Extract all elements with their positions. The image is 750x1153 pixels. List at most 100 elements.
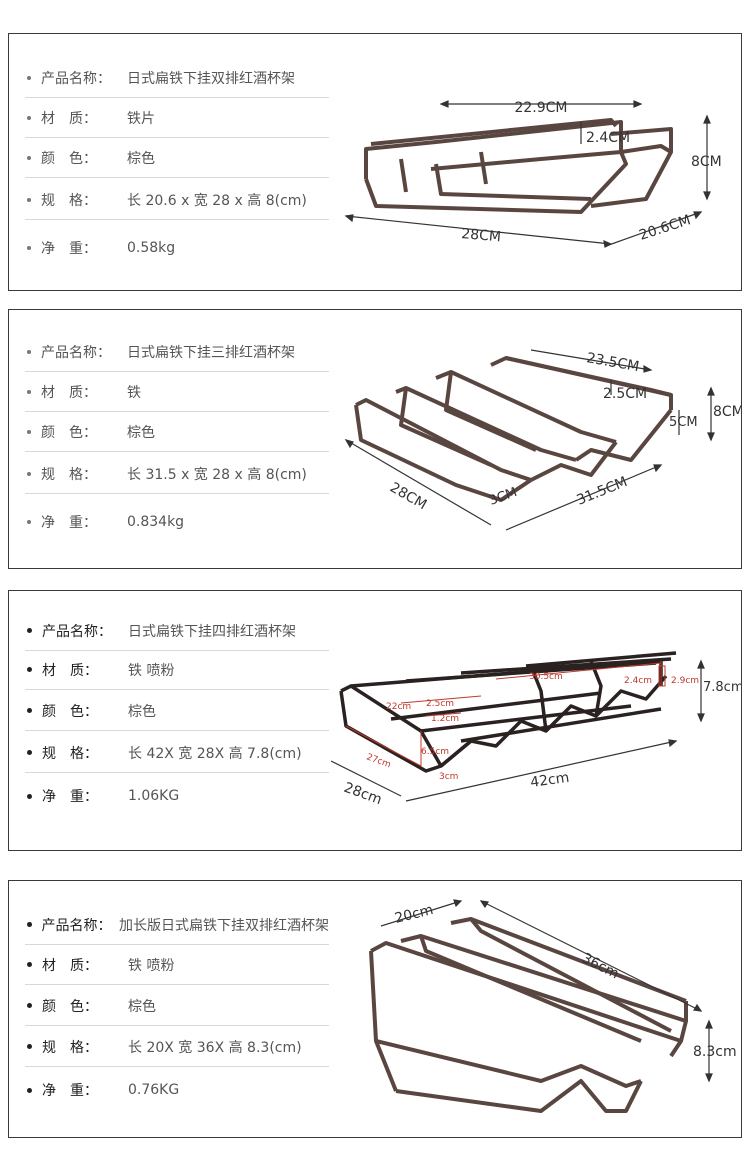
bullet-icon xyxy=(27,115,31,120)
spec-value: 长 42X 宽 28X 高 7.8(cm) xyxy=(128,745,302,762)
spec-row-color: 颜 色：棕色 xyxy=(25,138,329,178)
bullet-icon xyxy=(27,628,32,633)
spec-value: 棕色 xyxy=(128,703,156,720)
spec-row-color: 颜 色：棕色 xyxy=(25,412,329,452)
spec-value: 1.06KG xyxy=(128,788,180,804)
spec-value: 铁片 xyxy=(127,110,155,127)
dimension-label: 2.4cm xyxy=(624,676,652,686)
spec-label: 材 质： xyxy=(42,957,98,974)
bullet-icon xyxy=(27,197,31,202)
spec-value: 0.58kg xyxy=(127,240,176,256)
dimension-label: 2.4CM xyxy=(586,130,630,146)
dimension-label: 36cm xyxy=(579,950,621,982)
spec-value: 日式扁铁下挂四排红酒杯架 xyxy=(128,623,296,640)
spec-label: 规 格： xyxy=(41,192,97,209)
spec-row-weight: 净 重：0.834kg xyxy=(25,502,329,542)
spec-value: 长 20.6 x 宽 28 x 高 8(cm) xyxy=(127,192,307,209)
dimension-lines xyxy=(344,100,711,248)
product-diagram: 30.5cm 2.4cm 2.9cm 22cm 2.5cm 1.2cm 27cm… xyxy=(331,591,741,850)
spec-row-weight: 净 重： 0.76KG xyxy=(25,1070,329,1110)
spec-label: 颜 色： xyxy=(41,150,97,167)
bullet-icon xyxy=(27,349,31,354)
dimension-label: 3cm xyxy=(439,772,458,782)
bullet-icon xyxy=(27,471,31,476)
spec-label: 产品名称： xyxy=(41,917,112,934)
bullet-icon xyxy=(27,962,32,967)
spec-row-color: 颜 色： 棕色 xyxy=(25,986,329,1026)
spec-row-size: 规 格： 长 20.6 x 宽 28 x 高 8(cm) xyxy=(25,180,329,220)
rack-frame xyxy=(369,917,688,1113)
bullet-icon xyxy=(27,155,31,160)
spec-row-material: 材 质： 铁 喷粉 xyxy=(25,945,329,985)
dimension-lines xyxy=(331,659,705,802)
spec-label: 净 重： xyxy=(42,789,98,805)
spec-label: 净 重： xyxy=(42,1083,98,1099)
spec-row-material: 材 质： 铁片 xyxy=(25,98,329,138)
dimension-label: 20.6CM xyxy=(637,212,692,244)
spec-row-name: 产品名称： 日式扁铁下挂四排红酒杯架 xyxy=(25,611,329,651)
spec-value: 铁 xyxy=(127,384,141,401)
red-annotation-lines xyxy=(345,661,666,767)
dimension-label: 7.8cm xyxy=(703,680,741,695)
spec-row-color: 颜 色： 棕色 xyxy=(25,691,329,731)
bullet-icon xyxy=(27,793,32,799)
dimension-label: 2.9cm xyxy=(671,676,699,686)
product-diagram: 23.5CM 2.5CM 5CM 8CM 28CM 3CM 31.5CM xyxy=(341,310,741,568)
spec-row-name: 产品名称： 日式扁铁下挂三排红酒杯架 xyxy=(25,332,329,372)
dimension-label: 8.3cm xyxy=(693,1044,737,1060)
bullet-icon xyxy=(27,389,31,394)
spec-row-size: 规 格：长 20X 宽 36X 高 8.3(cm) xyxy=(25,1027,329,1067)
bullet-icon xyxy=(27,667,32,672)
dimension-label: 31.5CM xyxy=(575,474,630,509)
spec-value: 长 20X 宽 36X 高 8.3(cm) xyxy=(128,1039,302,1056)
product-card-2: 产品名称： 日式扁铁下挂三排红酒杯架 材 质：铁 颜 色：棕色 规 格： 长 31.… xyxy=(8,309,742,569)
product-diagram: 20cm 36cm 8.3cm xyxy=(341,881,741,1137)
dimension-label: 23.5CM xyxy=(585,350,640,375)
dimension-label: 30.5cm xyxy=(529,672,563,682)
bullet-icon xyxy=(27,922,32,927)
bullet-icon xyxy=(27,246,31,250)
dimension-label: 27cm xyxy=(365,752,392,770)
spec-value: 铁 喷粉 xyxy=(128,957,175,974)
spec-row-name: 产品名称： 加长版日式扁铁下挂双排红酒杯架 xyxy=(25,905,329,945)
spec-label: 产品名称： xyxy=(42,623,112,640)
spec-row-size: 规 格：长 42X 宽 28X 高 7.8(cm) xyxy=(25,733,329,773)
spec-value: 日式扁铁下挂双排红酒杯架 xyxy=(127,70,295,87)
spec-value: 棕色 xyxy=(128,998,156,1015)
dimension-label: 2.5cm xyxy=(426,699,454,709)
dimension-label: 2.5CM xyxy=(603,386,647,402)
spec-label: 材 质： xyxy=(41,110,97,127)
product-diagram: 22.9CM 2.4CM 8CM 28CM 20.6CM xyxy=(341,34,741,290)
spec-label: 产品名称： xyxy=(41,344,111,361)
spec-value: 0.834kg xyxy=(127,514,185,530)
spec-label: 规 格： xyxy=(41,466,97,483)
spec-label: 颜 色： xyxy=(42,703,98,720)
spec-value: 日式扁铁下挂三排红酒杯架 xyxy=(127,344,295,361)
dimension-label: 22cm xyxy=(386,702,411,712)
spec-row-material: 材 质：铁 xyxy=(25,372,329,412)
dimension-lines xyxy=(380,899,713,1083)
rack-frame xyxy=(364,118,673,214)
dimension-label: 20cm xyxy=(393,902,435,927)
bullet-icon xyxy=(27,708,32,713)
dimension-lines xyxy=(344,349,715,531)
spec-label: 颜 色： xyxy=(42,998,98,1015)
spec-row-size: 规 格： 长 31.5 x 宽 28 x 高 8(cm) xyxy=(25,454,329,494)
spec-label: 净 重： xyxy=(41,241,97,257)
bullet-icon xyxy=(27,750,32,755)
rack-frame xyxy=(339,651,677,773)
dimension-label: 1.2cm xyxy=(431,714,459,724)
bullet-icon xyxy=(27,429,31,434)
product-card-1: 产品名称：日式扁铁下挂双排红酒杯架 材 质：铁片 颜 色：棕色 规 格：长 20… xyxy=(8,33,742,291)
spec-value: 长 31.5 x 宽 28 x 高 8(cm) xyxy=(127,466,307,483)
spec-row-weight: 净 重： 1.06KG xyxy=(25,776,329,816)
spec-row-weight: 净 重： 0.58kg xyxy=(25,228,329,268)
spec-value: 加长版日式扁铁下挂双排红酒杯架 xyxy=(119,917,329,934)
dimension-label: 22.9CM xyxy=(514,100,567,116)
bullet-icon xyxy=(27,1003,32,1008)
spec-value: 0.76KG xyxy=(128,1082,180,1098)
product-card-4: 产品名称： 加长版日式扁铁下挂双排红酒杯架 材 质： 铁 喷粉 颜 色： 棕色 规 格… xyxy=(8,880,742,1138)
dimension-label: 28CM xyxy=(461,226,502,245)
spec-label: 颜 色： xyxy=(41,424,97,441)
dimension-label: 42cm xyxy=(529,770,570,791)
